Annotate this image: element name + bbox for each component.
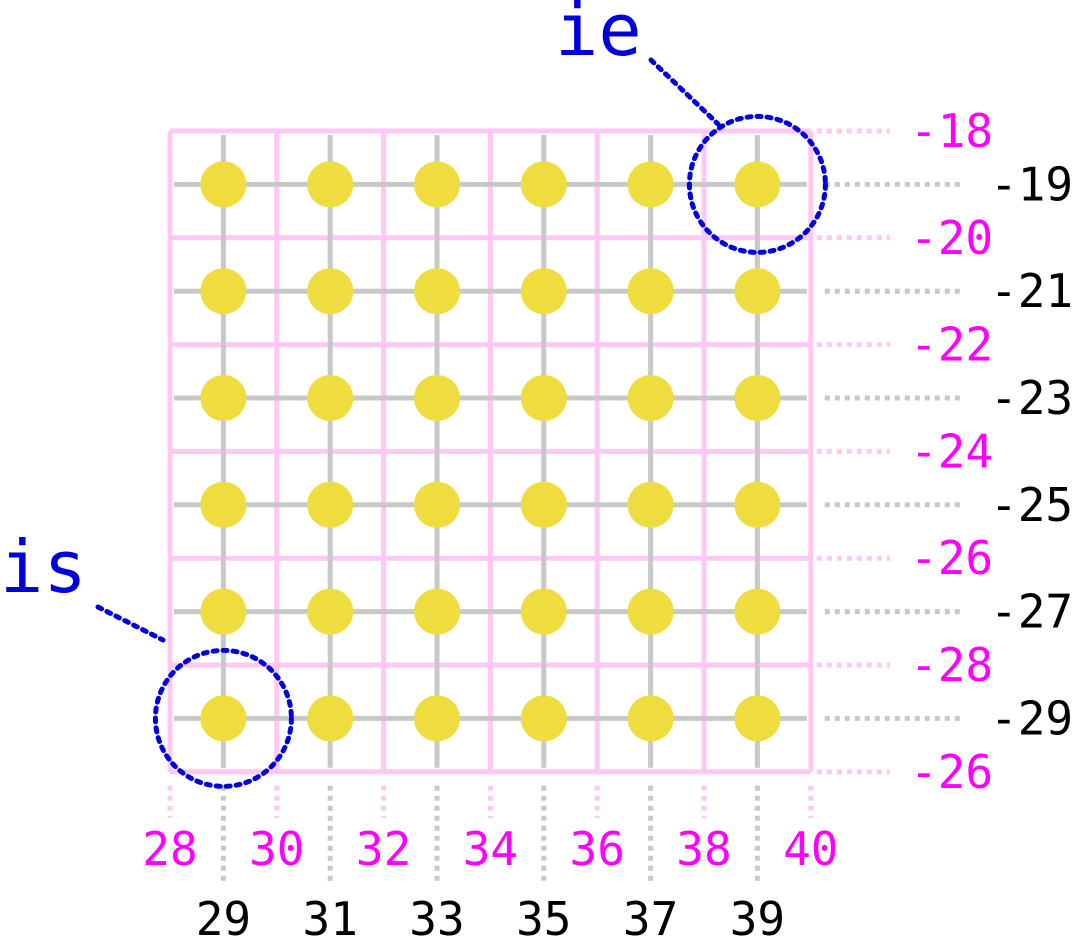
x-center-labels: 29 31 33 35 37 39 [196, 892, 785, 938]
grid-point [414, 161, 460, 208]
grid-point [414, 481, 460, 528]
x-edge-label: 28 [142, 822, 197, 876]
y-edge-label: -20 [910, 211, 993, 265]
x-edge-label: 32 [356, 822, 411, 876]
grid-point [734, 375, 781, 421]
grid-point [627, 481, 674, 528]
grid-point [627, 588, 674, 635]
x-center-label: 37 [623, 892, 678, 938]
x-center-label: 33 [409, 892, 464, 938]
x-edge-labels: 28 30 32 34 36 38 40 [142, 822, 838, 876]
guide-lines [167, 128, 960, 885]
grid-point [307, 375, 354, 421]
y-edge-label: -28 [910, 638, 993, 692]
grid-point [734, 695, 781, 742]
x-edge-label: 38 [676, 822, 731, 876]
grid-point [200, 695, 247, 742]
end-marker-leader [648, 57, 721, 127]
end-marker-label: ie [555, 0, 642, 72]
grid-point [627, 695, 674, 742]
grid-point [200, 481, 247, 528]
grid-point [520, 695, 567, 742]
grid-point [734, 268, 781, 315]
point-grid [174, 135, 807, 768]
y-center-label: -27 [990, 585, 1073, 639]
grid-point [307, 161, 354, 208]
x-center-label: 39 [730, 892, 785, 938]
x-center-label: 29 [196, 892, 251, 938]
grid-point [200, 161, 247, 208]
y-center-label: -19 [990, 157, 1073, 211]
grid-point [200, 375, 247, 421]
grid-point [307, 268, 354, 315]
y-center-labels: -19 -21 -23 -25 -27 -29 [990, 157, 1073, 745]
start-marker-circle [152, 647, 294, 789]
grid-point [414, 375, 460, 421]
x-edge-label: 30 [249, 822, 304, 876]
y-edge-label: -26 [910, 745, 993, 799]
grid-point [627, 268, 674, 315]
y-edge-labels: -18 -20 -22 -24 -26 -28 -26 [910, 104, 993, 799]
grid-point [734, 161, 781, 208]
x-center-label: 31 [303, 892, 358, 938]
cell-grid [167, 128, 814, 775]
grid-point [520, 268, 567, 315]
y-center-label: -23 [990, 371, 1073, 425]
grid-point [627, 375, 674, 421]
x-edge-label: 40 [783, 822, 838, 876]
grid-point [734, 588, 781, 635]
grid-point [627, 161, 674, 208]
grid-point [414, 588, 460, 635]
y-edge-label: -22 [910, 318, 993, 372]
grid-point [307, 588, 354, 635]
end-marker-circle [686, 113, 828, 255]
grid-point [200, 268, 247, 315]
x-center-label: 35 [516, 892, 571, 938]
grid-points [200, 161, 781, 742]
y-center-label: -29 [990, 691, 1073, 745]
y-edge-label: -26 [910, 531, 993, 585]
y-center-label: -21 [990, 264, 1073, 318]
grid-point [307, 481, 354, 528]
grid-point [414, 268, 460, 315]
start-marker-leader [95, 604, 166, 643]
grid-point [520, 161, 567, 208]
y-center-label: -25 [990, 478, 1073, 532]
x-edge-label: 36 [570, 822, 625, 876]
grid-point [307, 695, 354, 742]
y-edge-label: -24 [910, 424, 993, 478]
x-edge-label: 34 [463, 822, 518, 876]
grid-point [520, 375, 567, 421]
start-marker-label: is [0, 525, 87, 609]
grid-point [520, 588, 567, 635]
y-edge-label: -18 [910, 104, 993, 158]
grid-point [414, 695, 460, 742]
grid-point [520, 481, 567, 528]
index-markers: is ie [0, 0, 828, 789]
grid-point [734, 481, 781, 528]
grid-point [200, 588, 247, 635]
